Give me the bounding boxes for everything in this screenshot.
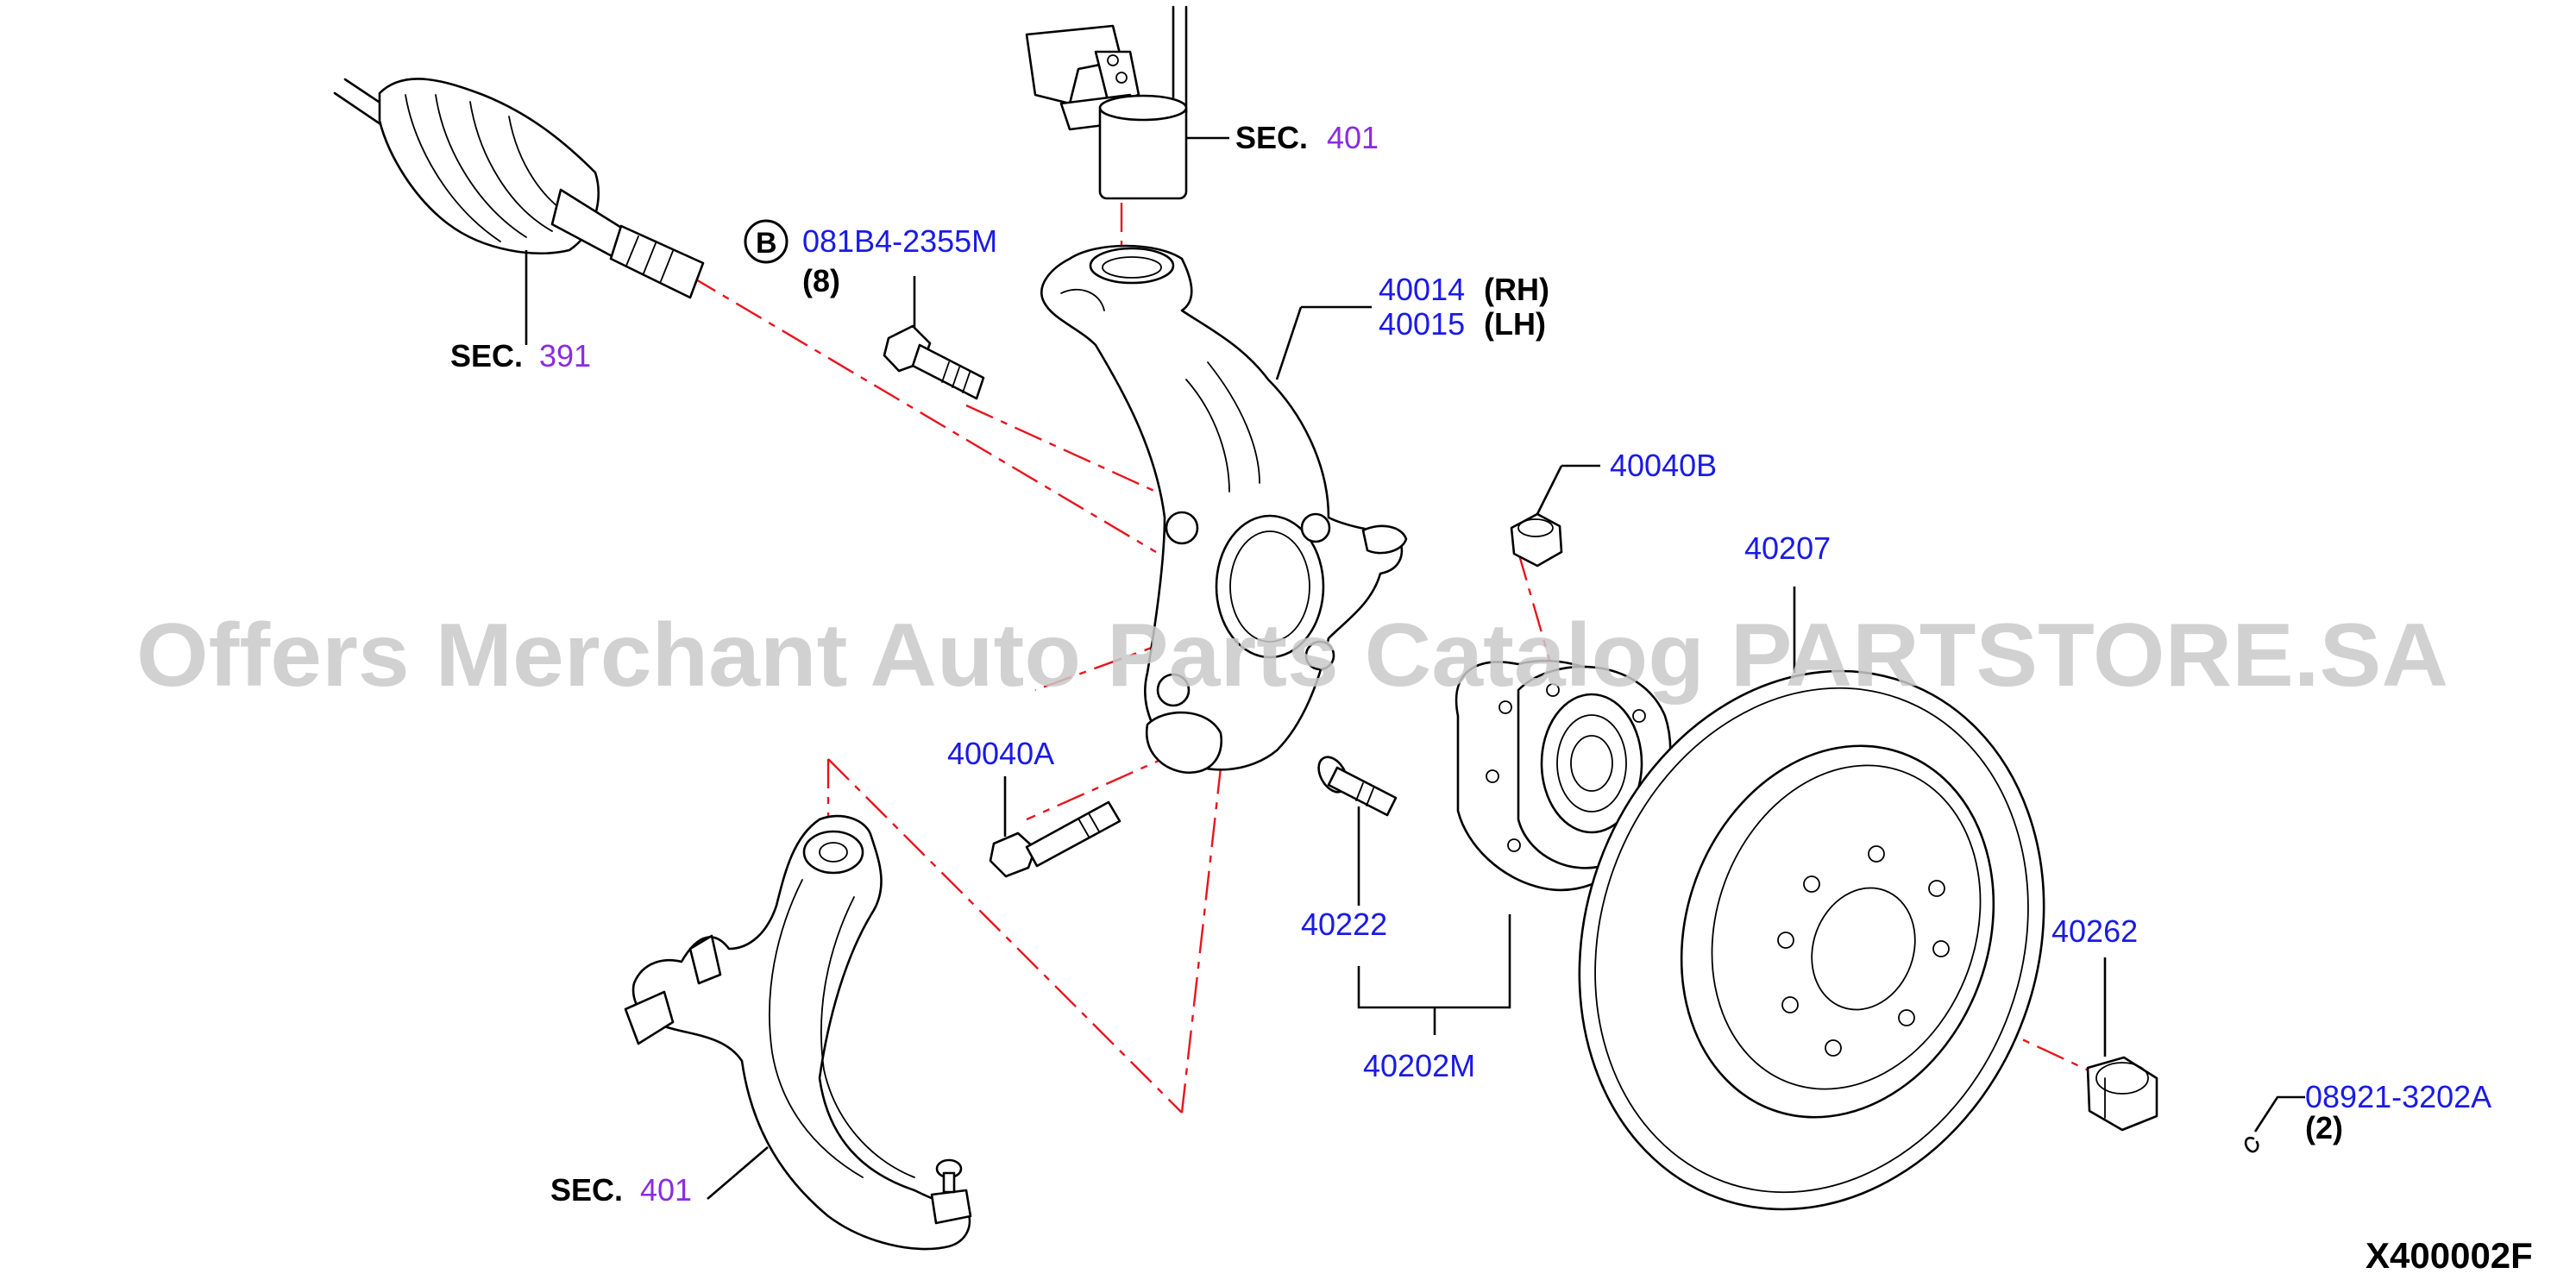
part-quantity: (8): [802, 263, 840, 298]
part-number[interactable]: 40262: [2051, 913, 2138, 949]
callout-sec401-top[interactable]: SEC. 401: [1235, 120, 1379, 155]
callout-pin-08921[interactable]: 08921-3202A (2): [2305, 1079, 2491, 1145]
hub-leader-bracket: [1357, 914, 1511, 1035]
sec-label: SEC.: [450, 338, 523, 373]
hub-stud-40222: [1317, 756, 1398, 906]
part-number[interactable]: 081B4-2355M: [802, 223, 997, 259]
strut-assembly: [1025, 5, 1229, 200]
part-quantity: (2): [2305, 1110, 2343, 1145]
callout-bolt-40040a[interactable]: 40040A: [947, 736, 1054, 771]
callout-rotor-40207[interactable]: 40207: [1744, 530, 1831, 566]
part-number-lh[interactable]: 40015: [1379, 306, 1465, 342]
sec-number[interactable]: 401: [1327, 120, 1379, 155]
sec-number[interactable]: 401: [640, 1172, 692, 1208]
part-number-rh[interactable]: 40014: [1379, 272, 1465, 307]
steering-knuckle: [1040, 244, 1408, 775]
callout-sec391[interactable]: SEC. 391: [450, 338, 591, 373]
part-number[interactable]: 40040A: [947, 736, 1054, 771]
part-number[interactable]: 08921-3202A: [2305, 1079, 2491, 1114]
drive-shaft: [333, 78, 705, 345]
sec-number[interactable]: 391: [539, 338, 591, 373]
diagram-code: X400002F: [2366, 1235, 2533, 1276]
part-number[interactable]: 40207: [1744, 530, 1831, 566]
side-rh: (RH): [1484, 272, 1549, 307]
callout-stud-40222[interactable]: 40222: [1301, 907, 1387, 942]
callout-nut-40262[interactable]: 40262: [2051, 913, 2138, 949]
watermark-text: Offers Merchant Auto Parts Catalog PARTS…: [136, 605, 2448, 706]
side-lh: (LH): [1484, 306, 1546, 342]
nut-40040b: [1510, 464, 1600, 568]
bolt-40040a: [989, 776, 1122, 878]
part-number[interactable]: 40202M: [1363, 1048, 1475, 1083]
part-number[interactable]: 40040B: [1610, 448, 1717, 483]
part-number[interactable]: 40222: [1301, 907, 1387, 942]
lower-control-arm: [624, 814, 972, 1251]
callout-nut-40040b[interactable]: 40040B: [1610, 448, 1717, 483]
cotter-pin: [2244, 1095, 2305, 1153]
sec-label: SEC.: [1235, 120, 1308, 155]
brake-rotor-40207: [1578, 587, 2045, 1211]
b-marker-icon: [744, 219, 789, 264]
sec-label: SEC.: [550, 1172, 623, 1208]
callout-sec401-bottom[interactable]: SEC. 401: [550, 1172, 692, 1208]
callout-bolt-081b4[interactable]: B 081B4-2355M (8): [744, 219, 997, 298]
hub-nut-40262: [2086, 957, 2158, 1132]
b-marker-letter: B: [756, 227, 777, 260]
knuckle-bolt-081b4: [883, 276, 985, 400]
callout-knuckle[interactable]: 40014 (RH) 40015 (LH): [1379, 272, 1549, 342]
callout-hub-40202m[interactable]: 40202M: [1363, 1048, 1475, 1083]
